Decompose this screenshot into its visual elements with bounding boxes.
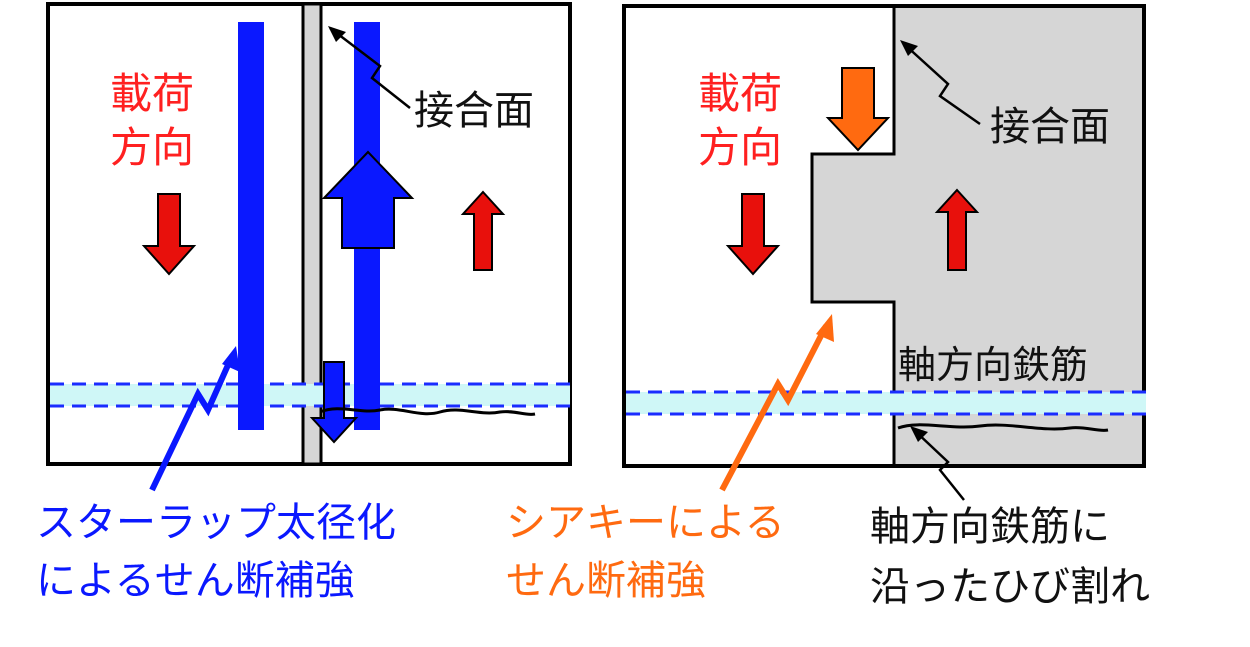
left-panel: 載荷 方向 接合面: [46, 2, 572, 492]
left-interface-joint: [301, 2, 323, 466]
crack-callout: [913, 429, 965, 501]
left-interface-callout: [329, 27, 411, 109]
right-interface-label: 接合面: [990, 104, 1110, 150]
left-crack-line: [319, 407, 536, 416]
left-load-label-2: 方向: [110, 123, 194, 172]
right-interface-callout-head: [900, 40, 918, 56]
shear-key-callout: [719, 324, 829, 492]
right-interface-callout: [903, 43, 981, 126]
right-red-down-arrow-icon: [725, 193, 781, 276]
stirrup-callout-head: [222, 346, 240, 372]
left-red-up-arrow-icon: [460, 190, 506, 271]
stirrup-caption-line-1: スターラップ太径化: [36, 500, 396, 546]
stirrup-caption-line-2: によるせん断補強: [36, 558, 355, 604]
orange-down-arrow-icon: [825, 67, 891, 152]
blue-down-arrow-icon: [309, 361, 359, 444]
left-interface-label: 接合面: [414, 88, 534, 134]
crack-caption-line-1: 軸方向鉄筋に: [870, 504, 1110, 550]
left-interface-callout-head: [328, 26, 346, 42]
right-red-up-arrow-icon: [934, 188, 980, 271]
left-load-label-1: 載荷: [110, 69, 194, 118]
right-crack-line: [897, 423, 1109, 432]
axial-rebar-label: 軸方向鉄筋: [898, 343, 1088, 387]
left-stirrup-bar: [238, 22, 264, 430]
left-red-down-arrow-icon: [141, 193, 197, 276]
stirrup-callout: [149, 354, 235, 492]
right-load-label-1: 載荷: [698, 69, 782, 118]
shear-key-caption-line-1: シアキーによる: [506, 500, 785, 546]
crack-callout-head: [910, 426, 928, 442]
right-panel: 載荷 方向 接合面 軸方向鉄筋: [622, 4, 1148, 501]
right-rebar-band: [626, 392, 1146, 414]
crack-caption-line-2: 沿ったひび割れ: [870, 564, 1150, 610]
shear-key-caption-line-2: せん断補強: [506, 558, 706, 604]
right-panel-frame-outline: [622, 4, 1146, 468]
right-load-label-2: 方向: [698, 123, 782, 172]
left-rebar-band: [50, 384, 570, 406]
blue-up-arrow-icon: [321, 150, 415, 249]
captions: スターラップ太径化 によるせん断補強 シアキーによる せん断補強 軸方向鉄筋に …: [36, 500, 1150, 610]
shear-key-callout-head: [816, 314, 834, 342]
